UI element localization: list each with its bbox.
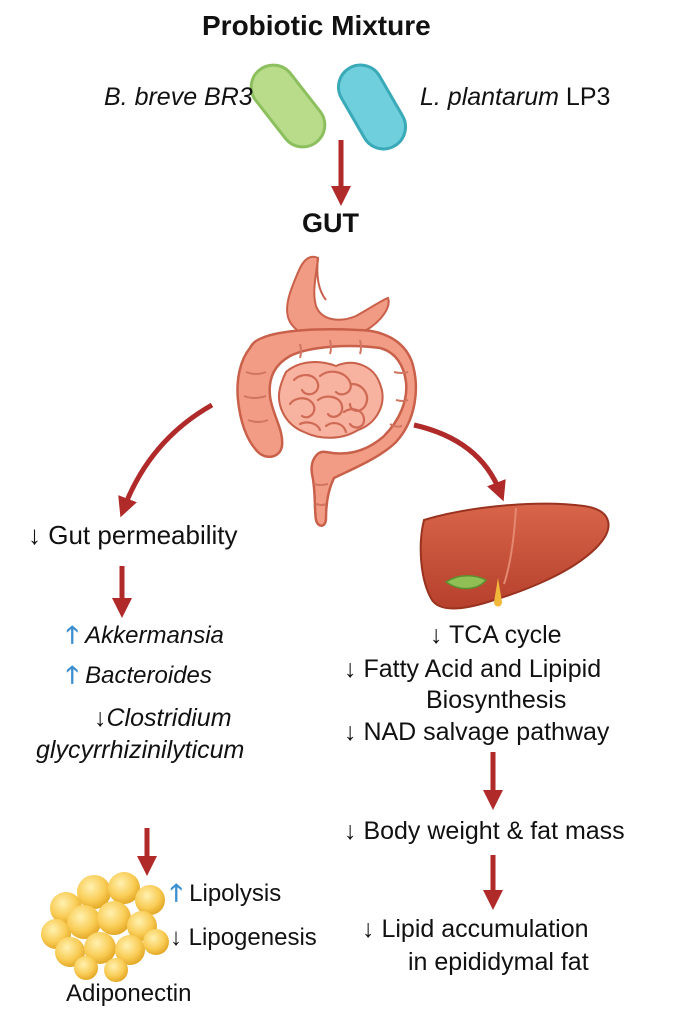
microbe-akkermansia: 🡑 Akkermansia	[66, 622, 224, 650]
arrow-gut-to-permeability	[118, 402, 214, 518]
strain-l-plantarum-code: LP3	[565, 83, 611, 111]
lipolysis-item: 🡑 Lipolysis	[170, 880, 281, 908]
microbe-bacteroides: 🡑 Bacteroides	[66, 662, 212, 690]
liver-illustration-icon	[419, 502, 610, 610]
down-arrow-icon: ↓	[94, 704, 107, 732]
tca-cycle-label: TCA cycle	[449, 621, 562, 649]
fatty-acid-label: Fatty Acid and Lipipid	[363, 655, 602, 683]
up-arrow-icon: 🡑	[170, 880, 183, 907]
akkermansia-label: Akkermansia	[85, 622, 224, 649]
down-arrow-icon: ↓	[344, 655, 357, 683]
gut-illustration-icon	[236, 255, 418, 527]
clostridium-label: Clostridium	[106, 704, 232, 732]
nad-salvage-item: ↓ NAD salvage pathway	[344, 718, 609, 747]
gut-label: GUT	[302, 208, 359, 238]
down-arrow-icon: ↓	[344, 817, 357, 845]
up-arrow-icon: 🡑	[66, 662, 79, 689]
down-arrow-icon: ↓	[28, 520, 41, 550]
fatty-acid-item: ↓ Fatty Acid and Lipipid	[344, 655, 601, 684]
strain-l-plantarum: L. plantarum LP3	[420, 83, 610, 112]
lipolysis-label: Lipolysis	[189, 880, 282, 907]
gut-permeability-item: ↓ Gut permeability	[28, 520, 238, 551]
strain-l-plantarum-species: L. plantarum	[420, 83, 559, 111]
lipid-accumulation-item: ↓ Lipid accumulation	[362, 915, 589, 944]
lipid-accumulation-label: Lipid accumulation	[381, 915, 589, 943]
down-arrow-icon: ↓	[430, 621, 443, 649]
body-weight-item: ↓ Body weight & fat mass	[344, 817, 625, 846]
adipocyte-cluster-icon	[41, 872, 169, 982]
lipogenesis-label: Lipogenesis	[188, 924, 317, 951]
body-weight-label: Body weight & fat mass	[363, 817, 625, 845]
diagram-title: Probiotic Mixture	[202, 10, 431, 41]
nad-salvage-label: NAD salvage pathway	[363, 718, 610, 746]
strain-b-breve: B. breve BR3	[104, 83, 253, 111]
tca-cycle-item: ↓ TCA cycle	[430, 621, 562, 650]
down-arrow-icon: ↓	[344, 718, 357, 746]
down-arrow-icon: ↓	[170, 924, 182, 951]
down-arrow-icon: ↓	[362, 915, 375, 943]
lipogenesis-item: ↓ Lipogenesis	[170, 924, 317, 952]
arrow-gut-to-liver	[413, 422, 506, 502]
biosynthesis-label: Biosynthesis	[426, 686, 567, 714]
adiponectin-label: Adiponectin	[66, 980, 192, 1007]
bifidobacterium-cell-icon	[249, 63, 327, 149]
clostridium-species-label: glycyrrhizinilyticum	[36, 736, 245, 764]
up-arrow-icon: 🡑	[66, 622, 79, 649]
lactobacillus-cell-icon	[337, 63, 407, 151]
microbe-clostridium: ↓Clostridium	[94, 704, 232, 733]
epididymal-fat-label: in epididymal fat	[408, 948, 589, 976]
bacteroides-label: Bacteroides	[85, 662, 212, 689]
gut-permeability-label: Gut permeability	[48, 520, 238, 550]
